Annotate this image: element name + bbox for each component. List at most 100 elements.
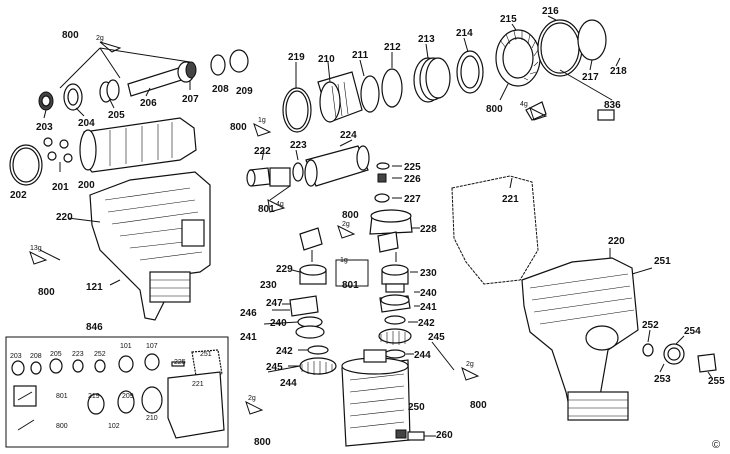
grease-amount: 2g — [466, 361, 474, 368]
part-label: 206 — [140, 98, 157, 109]
part-label: 241 — [240, 332, 257, 343]
gear-housing-right — [521, 248, 717, 421]
part-label: 801 — [258, 204, 275, 215]
part-label: 836 — [604, 100, 621, 111]
inset-label: 223 — [72, 351, 84, 358]
part-label: 800 — [254, 437, 271, 448]
part-number-labels: 800 203 204 205 206 207 208 209 219 210 … — [10, 6, 725, 448]
part-label: 222 — [254, 146, 271, 157]
part-label: 227 — [404, 194, 421, 205]
inset-label: 107 — [146, 343, 158, 350]
part-label: 208 — [212, 84, 229, 95]
hammer-tube-group — [9, 117, 197, 186]
copyright-mark: © — [712, 439, 720, 451]
grease-amount: 4g — [520, 101, 528, 108]
part-label: 203 — [36, 122, 53, 133]
grease-amount: 2g — [248, 395, 256, 402]
inset-label: 225 — [174, 359, 186, 366]
part-label: 204 — [78, 118, 95, 129]
piston-assembly — [246, 139, 420, 235]
part-label: 121 — [86, 282, 103, 293]
motor-armature — [341, 349, 436, 447]
part-label: 220 — [56, 212, 73, 223]
part-label: 245 — [428, 332, 445, 343]
inset-label: 252 — [94, 351, 106, 358]
part-label: 255 — [708, 376, 725, 387]
inset-label: 801 — [56, 393, 68, 400]
part-label: 253 — [654, 374, 671, 385]
part-label: 216 — [542, 6, 559, 17]
part-label: 223 — [290, 140, 307, 151]
part-label: 252 — [642, 320, 659, 331]
part-label: 800 — [342, 210, 359, 221]
part-label: 846 — [86, 322, 103, 333]
inset-label: 203 — [10, 353, 22, 360]
inset-label: 210 — [146, 415, 158, 422]
grease-amount: 2g — [96, 35, 104, 42]
inset-label: 102 — [108, 423, 120, 430]
part-label: 202 — [10, 190, 27, 201]
part-label: 221 — [502, 194, 519, 205]
intermediate-shaft-group — [263, 227, 455, 375]
part-label: 240 — [270, 318, 287, 329]
inset-label: 101 — [120, 343, 132, 350]
part-label: 220 — [608, 236, 625, 247]
part-label: 801 — [342, 280, 359, 291]
part-label: 217 — [582, 72, 599, 83]
part-label: 800 — [62, 30, 79, 41]
part-label: 210 — [318, 54, 335, 65]
part-label: 200 — [78, 180, 95, 191]
grease-amount: 2g — [342, 221, 350, 228]
inset-label: 251 — [200, 351, 212, 358]
grease-amount: 13g — [30, 245, 42, 252]
part-label: 213 — [418, 34, 435, 45]
part-label: 229 — [276, 264, 293, 275]
inset-label: 209 — [122, 393, 134, 400]
part-label: 205 — [108, 110, 125, 121]
part-label: 212 — [384, 42, 401, 53]
part-label: 224 — [340, 130, 357, 141]
part-label: 218 — [610, 66, 627, 77]
gear-housing-left — [39, 171, 211, 321]
part-label: 245 — [266, 362, 283, 373]
inset-label: 221 — [192, 381, 204, 388]
part-label: 209 — [236, 86, 253, 97]
part-label: 800 — [470, 400, 487, 411]
part-label: 800 — [230, 122, 247, 133]
service-kit-inset — [5, 336, 229, 448]
part-label: 242 — [418, 318, 435, 329]
part-label: 230 — [420, 268, 437, 279]
barrel-assembly — [282, 15, 621, 133]
part-label: 201 — [52, 182, 69, 193]
part-label: 226 — [404, 174, 421, 185]
part-label: 225 — [404, 162, 421, 173]
part-label: 254 — [684, 326, 701, 337]
part-label: 244 — [280, 378, 297, 389]
part-label: 230 — [260, 280, 277, 291]
part-label: 246 — [240, 308, 257, 319]
part-label: 800 — [486, 104, 503, 115]
part-label: 228 — [420, 224, 437, 235]
grease-icons — [29, 107, 548, 415]
gasket — [451, 175, 539, 285]
part-label: 260 — [436, 430, 453, 441]
grease-amount: 4g — [276, 201, 284, 208]
part-label: 215 — [500, 14, 517, 25]
part-label: 207 — [182, 94, 199, 105]
part-label: 800 — [38, 287, 55, 298]
part-label: 214 — [456, 28, 473, 39]
part-label: 240 — [420, 288, 437, 299]
part-label: 219 — [288, 52, 305, 63]
grease-amount: 1g — [340, 257, 348, 264]
inset-label: 800 — [56, 423, 68, 430]
part-label: 250 — [408, 402, 425, 413]
inset-label: 219 — [88, 393, 100, 400]
grease-amount: 1g — [258, 117, 266, 124]
part-label: 251 — [654, 256, 671, 267]
part-label: 242 — [276, 346, 293, 357]
grease-amount-labels: 2g 1g 4g 2g 1g 13g 4g 2g 2g — [30, 35, 528, 402]
inset-labels: 203 208 205 223 252 101 107 225 251 801 … — [10, 343, 212, 430]
inset-label: 205 — [50, 351, 62, 358]
inset-label: 208 — [30, 353, 42, 360]
